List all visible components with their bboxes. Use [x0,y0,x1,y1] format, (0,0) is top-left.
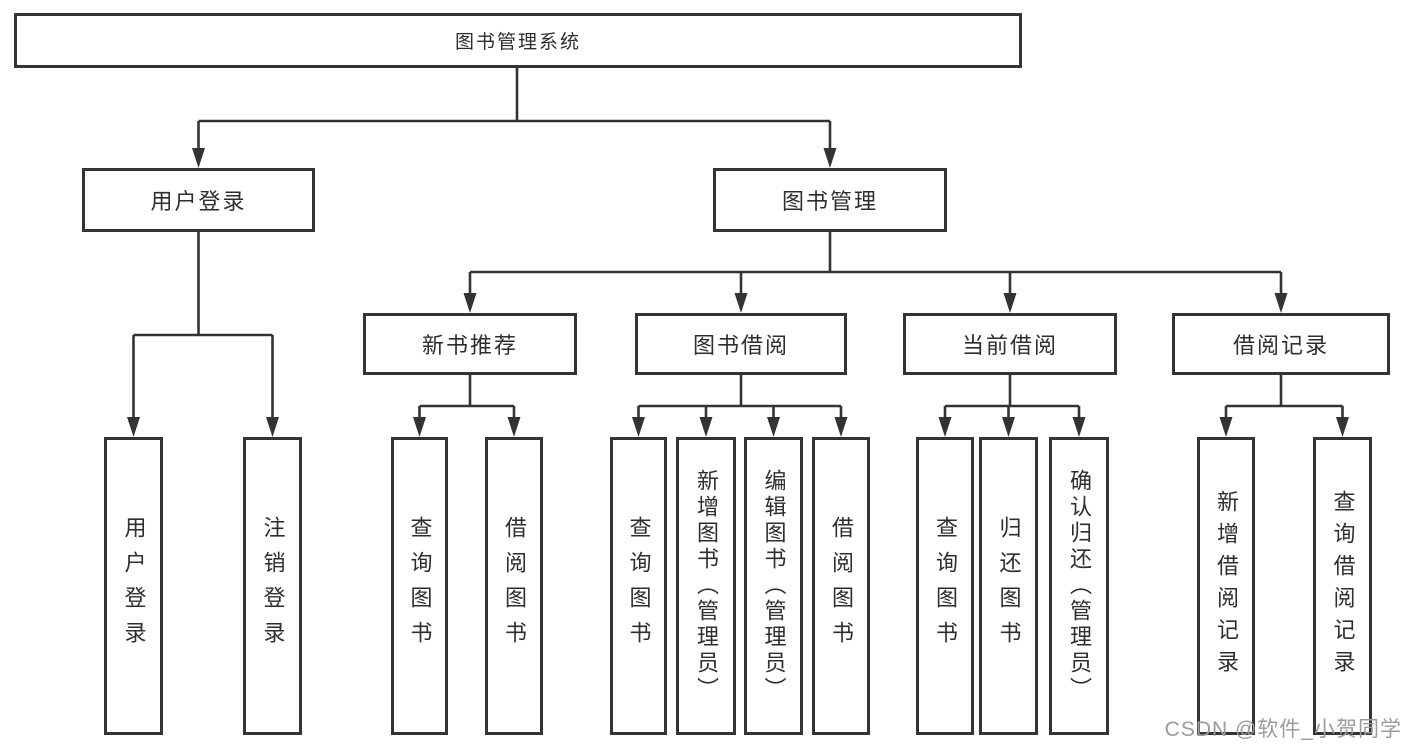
leaf-query-books-borrow: 查询图书 [610,437,667,735]
node-book-borrow: 图书借阅 [635,313,847,375]
leaf-query-books-recommend: 查询图书 [391,437,448,735]
node-root-system: 图书管理系统 [14,13,1022,68]
node-new-book-recommend: 新书推荐 [363,313,577,375]
leaf-user-login: 用户登录 [104,437,163,735]
leaf-add-book-admin: 新增图书（管理员） [676,437,736,735]
leaf-logout: 注销登录 [243,437,302,735]
leaf-add-borrow-record: 新增借阅记录 [1197,437,1255,735]
leaf-query-borrow-record: 查询借阅记录 [1313,437,1372,735]
node-user-login: 用户登录 [82,168,315,232]
leaf-borrow-books: 借阅图书 [812,437,870,735]
leaf-confirm-return-admin: 确认归还（管理员） [1049,437,1109,735]
csdn-watermark: CSDN @软件_小贺同学 [1164,718,1402,741]
node-borrow-records: 借阅记录 [1172,313,1390,375]
node-book-management: 图书管理 [713,168,947,232]
leaf-edit-book-admin: 编辑图书（管理员） [744,437,803,735]
leaf-query-books-current: 查询图书 [916,437,974,735]
leaf-borrow-books-recommend: 借阅图书 [485,437,543,735]
node-current-borrow: 当前借阅 [903,313,1117,375]
leaf-return-book: 归还图书 [979,437,1038,735]
